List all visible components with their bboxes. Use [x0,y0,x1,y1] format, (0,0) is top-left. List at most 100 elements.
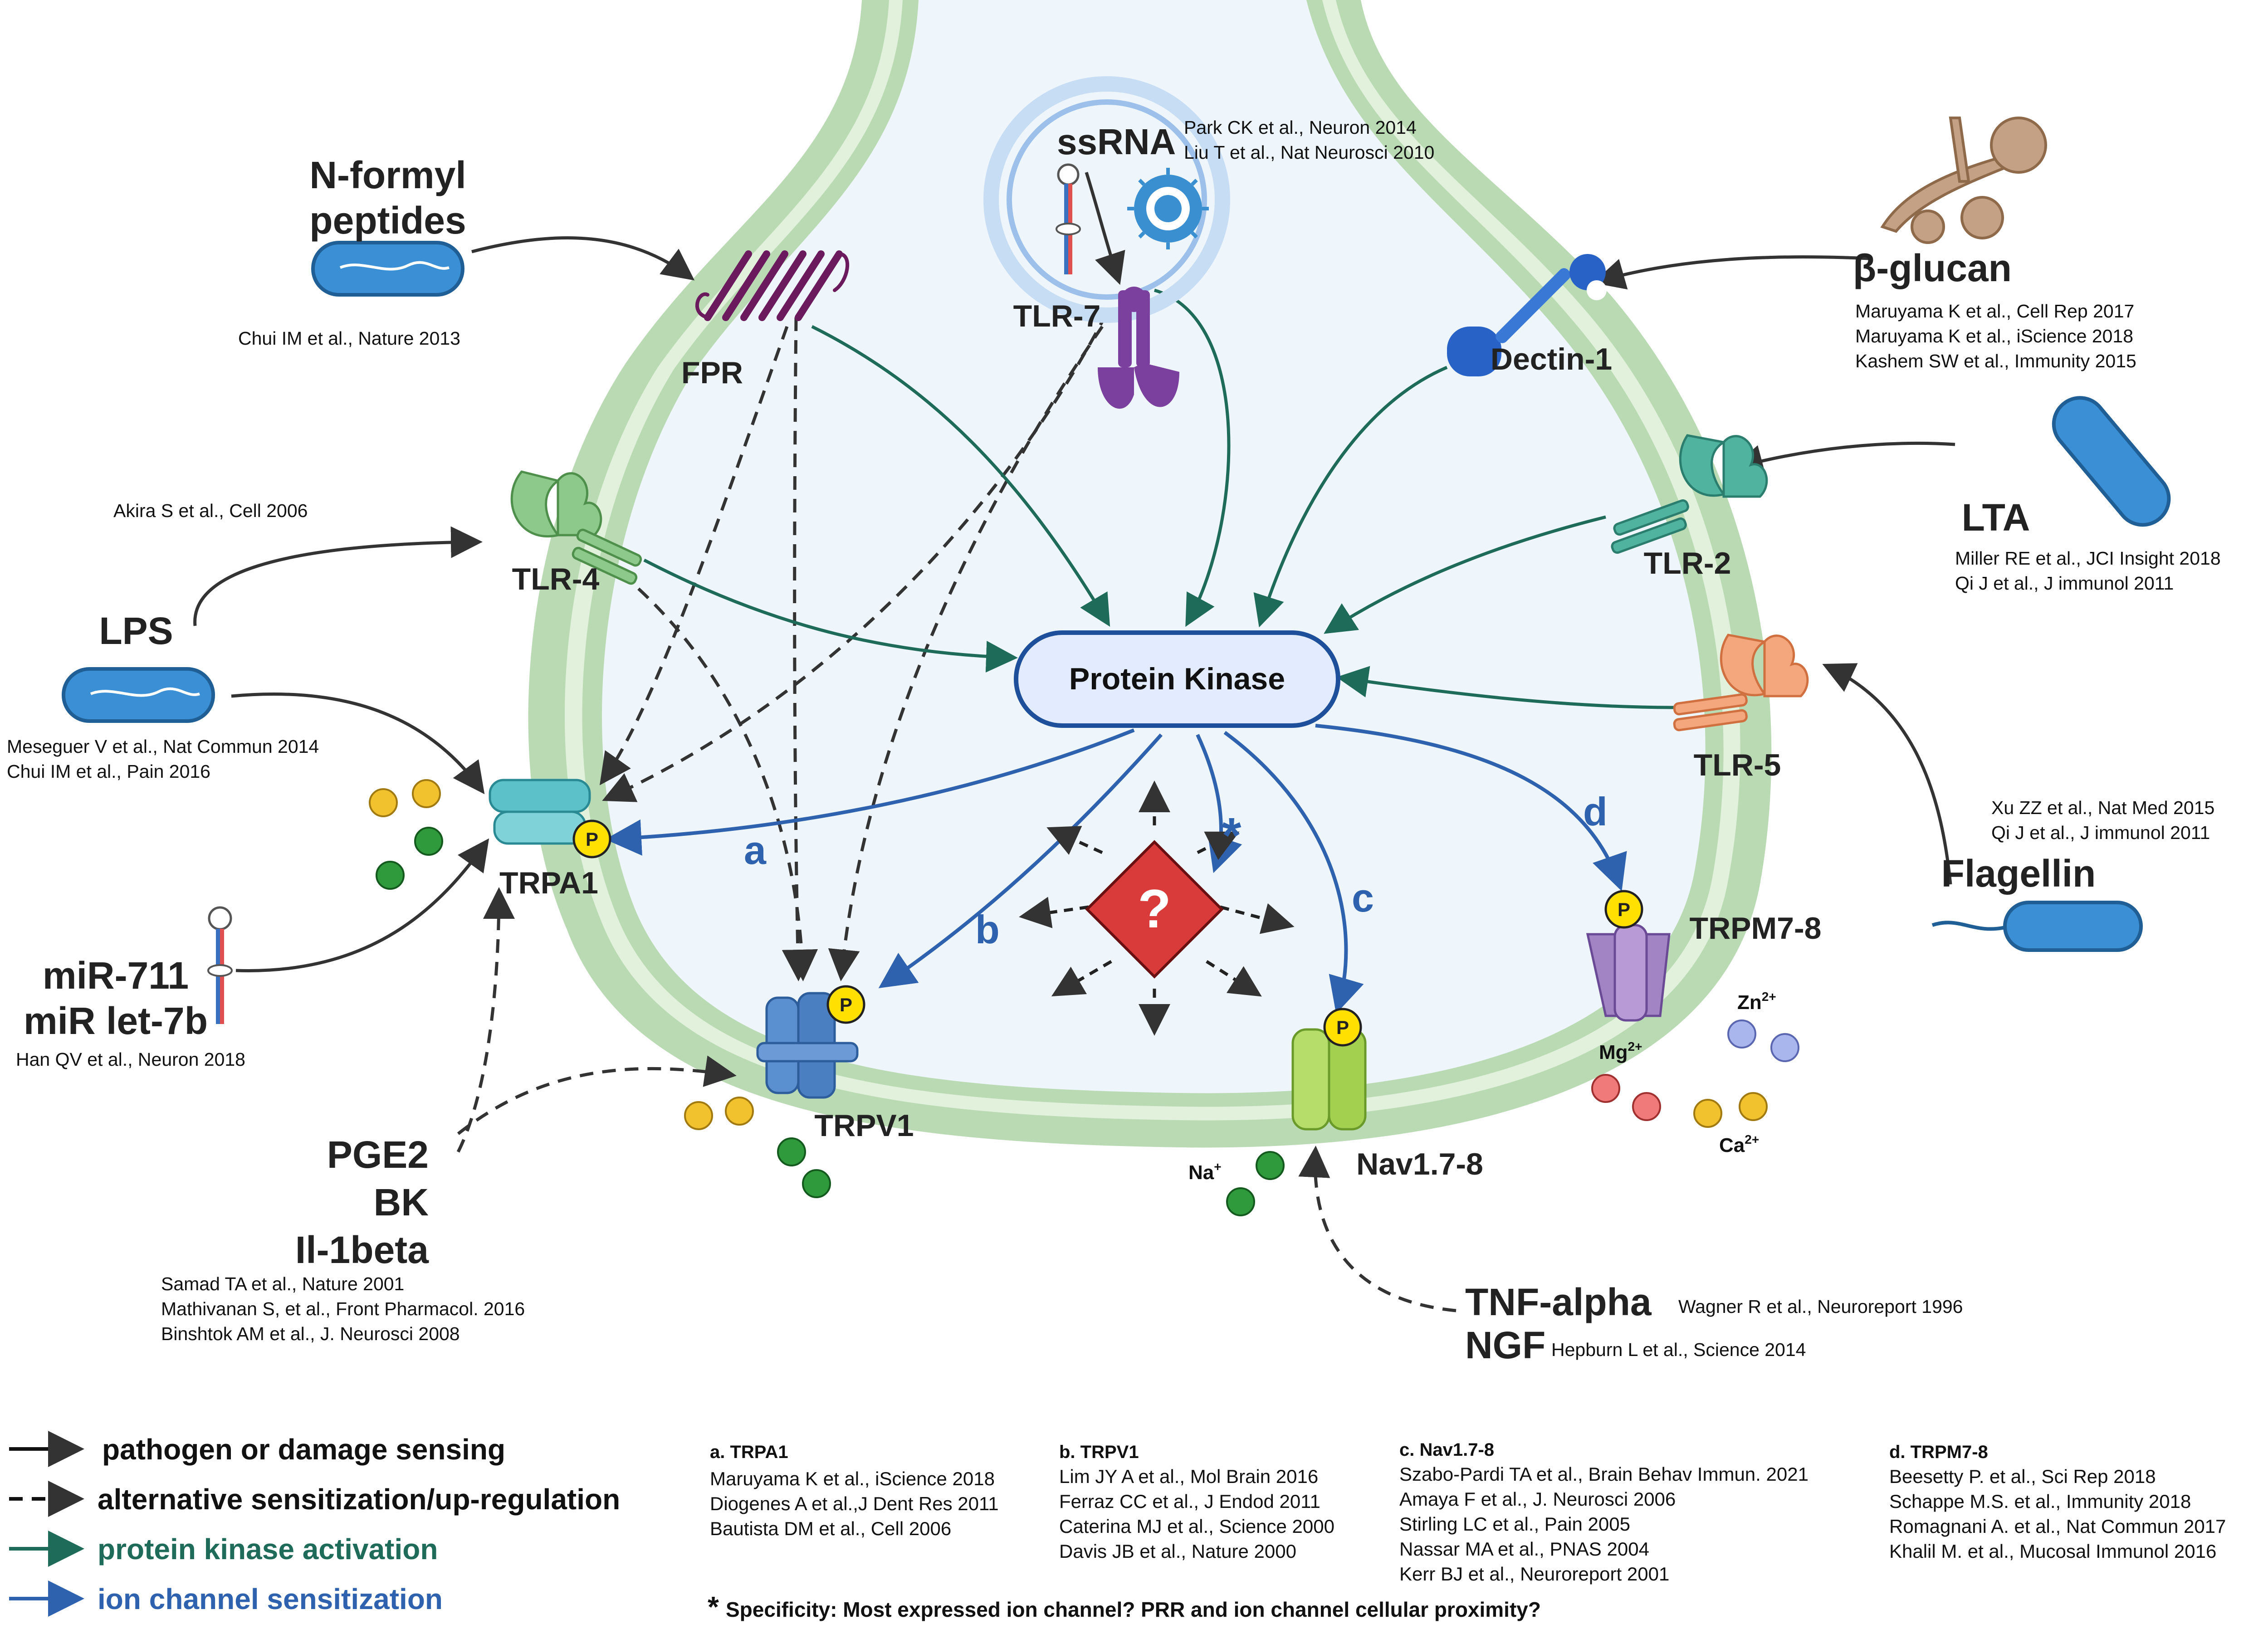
trpv1-phospho-label: P [840,994,852,1015]
arrow-bglucan-dectin [1593,255,1869,290]
letter-b: b [975,907,1000,952]
ion-labels: Na+ Mg2+ Zn2+ Ca2+ [1188,990,1776,1184]
svg-text:BK: BK [374,1181,429,1224]
label-mediators: PGE2 BK Il-1beta Samad TA et al., Nature… [161,1133,525,1344]
references-b: b. TRPV1 Lim JY A et al., Mol Brain 2016… [1059,1442,1334,1562]
label-nformyl: N-formyl peptides Chui IM et al., Nature… [238,154,466,349]
dectin-receptor-icon [1447,254,1607,376]
svg-text:ssRNA: ssRNA [1057,122,1176,162]
svg-text:LPS: LPS [99,610,173,652]
svg-text:TRPM7-8: TRPM7-8 [1690,911,1822,946]
pathogen-sensing-arrows [193,171,1955,972]
svg-text:Maruyama K et al., Cell Rep 20: Maruyama K et al., Cell Rep 2017 [1855,301,2134,322]
svg-text:Zn2+: Zn2+ [1737,990,1776,1014]
svg-text:Nav1.7-8: Nav1.7-8 [1356,1147,1483,1181]
blue-kinase-nav [1223,731,1364,1014]
svg-text:Mathivanan S, et al., Front Ph: Mathivanan S, et al., Front Pharmacol. 2… [161,1298,525,1319]
label-tnf-ngf: TNF-alpha Wagner R et al., Neuroreport 1… [1465,1281,1963,1366]
unknown-star: * [1222,808,1242,863]
legend: pathogen or damage sensing alternative s… [9,1431,620,1617]
blue-kinase-trpa1 [605,728,1135,856]
references-a: a. TRPA1 Maruyama K et al., iScience 201… [710,1442,999,1539]
svg-text:Beesetty P. et al., Sci Rep 20: Beesetty P. et al., Sci Rep 2018 [1889,1466,2156,1487]
svg-text:Kerr BJ et al., Neuroreport 20: Kerr BJ et al., Neuroreport 2001 [1399,1563,1669,1585]
svg-text:Hepburn L et al., Science 2014: Hepburn L et al., Science 2014 [1551,1339,1806,1360]
green-tlr5-kinase [1336,666,1674,709]
svg-text:Stirling LC et al., Pain 2005: Stirling LC et al., Pain 2005 [1399,1513,1630,1535]
dash-mediators-trpa1 [456,887,515,1153]
svg-text:Bautista DM et al., Cell 2006: Bautista DM et al., Cell 2006 [710,1518,951,1539]
tlr4-receptor-icon [510,470,642,585]
svg-text:NGF: NGF [1465,1324,1545,1366]
svg-text:Davis JB et al., Nature 2000: Davis JB et al., Nature 2000 [1059,1541,1296,1562]
neuron-membrane [528,0,1772,1148]
tlr7-receptor-icon [1098,287,1179,409]
trpm-channel-icon: P [1586,890,1671,1022]
svg-text:c. Nav1.7-8: c. Nav1.7-8 [1399,1440,1494,1460]
svg-text:Dectin-1: Dectin-1 [1491,342,1612,376]
legend-item-protein-kinase: protein kinase activation [9,1531,438,1567]
svg-text:Ferraz CC et al., J Endod 2011: Ferraz CC et al., J Endod 2011 [1059,1491,1320,1512]
svg-text:Chui IM et al., Nature 2013: Chui IM et al., Nature 2013 [238,328,460,349]
unknown-target-diamond [1085,840,1224,979]
endosome [983,76,1230,323]
arrow-lps-tlr4 [193,526,483,626]
arrow-lta-tlr2 [1731,441,1955,476]
svg-text:Lim JY A et al., Mol Brain 20: Lim JY A et al., Mol Brain 2016 [1059,1466,1318,1487]
green-tlr2-kinase [1324,515,1606,634]
trpa1-channel-icon: P [489,779,611,858]
arrow-letters: a b c d [744,789,1608,952]
fpr-receptor-icon [695,250,850,321]
letter-d: d [1583,789,1608,834]
green-dectin-kinase [1253,366,1448,628]
svg-text:LTA: LTA [1962,496,2030,539]
label-flagellin: Flagellin Xu ZZ et al., Nat Med 2015 Qi … [1941,797,2215,895]
svg-text:Samad TA et al., Nature 2001: Samad TA et al., Nature 2001 [161,1273,404,1294]
svg-text:protein kinase activation: protein kinase activation [98,1533,438,1566]
bacterium-lta-icon [2052,396,2171,527]
nav-channel-icon: P [1291,1008,1367,1131]
svg-text:peptides: peptides [309,199,466,242]
label-ssrna: ssRNA Park CK et al., Neuron 2014 Liu T … [1057,117,1434,163]
legend-item-alternative-sensitization: alternative sensitization/up-regulation [9,1481,620,1517]
receptor-labels: FPR TLR-7 Dectin-1 TLR-4 TLR-2 TLR-5 [512,299,1781,782]
svg-text:Wagner R et al., Neuroreport: Wagner R et al., Neuroreport 1996 [1678,1296,1963,1317]
trpm-phospho-label: P [1618,899,1630,920]
trpa1-phospho-label: P [586,829,598,850]
svg-text:TNF-alpha: TNF-alpha [1465,1281,1652,1323]
svg-text:miR let-7b: miR let-7b [24,1000,208,1042]
blue-kinase-trpm [1315,724,1627,892]
svg-text:Han QV et al., Neuron 2018: Han QV et al., Neuron 2018 [16,1049,245,1070]
svg-text:Maruyama K et al., iScience 20: Maruyama K et al., iScience 2018 [710,1468,995,1489]
svg-text:a. TRPA1: a. TRPA1 [710,1442,788,1462]
legend-item-pathogen-sensing: pathogen or damage sensing [9,1431,505,1467]
svg-text:Nassar MA et al., PNAS 2004: Nassar MA et al., PNAS 2004 [1399,1538,1649,1560]
channel-labels: TRPA1 TRPV1 Nav1.7-8 TRPM7-8 [499,866,1821,1181]
dash-fpr-trpv1 [782,317,814,981]
arrow-mirna-trpa1 [235,838,489,972]
svg-text:Amaya F et al., J. Neurosci 20: Amaya F et al., J. Neurosci 2006 [1399,1488,1676,1510]
microrna-icon [207,906,233,1024]
svg-text:ion channel sensitization: ion channel sensitization [98,1583,443,1615]
label-mirna: miR-711 miR let-7b Han QV et al., Neuron… [16,954,245,1070]
kinase-activation-arrows [643,288,1674,709]
svg-text:β-glucan: β-glucan [1853,247,2012,289]
svg-text:Mg2+: Mg2+ [1599,1039,1642,1063]
svg-text:Ca2+: Ca2+ [1719,1132,1759,1156]
protein-kinase-label: Protein Kinase [1069,662,1285,696]
sensitization-dashed-arrows [456,312,1457,1312]
bacterium-flagellin-icon [1931,901,2143,952]
svg-text:Park CK et al., Neuron 2014: Park CK et al., Neuron 2014 [1184,117,1417,138]
svg-text:Specificity: Most expressed io: Specificity: Most expressed ion channel?… [726,1598,1541,1621]
svg-text:TRPA1: TRPA1 [499,866,598,900]
green-tlr7-kinase [1154,288,1231,627]
fungus-icon [1880,117,2047,244]
legend-item-ion-channel: ion channel sensitization [9,1580,443,1617]
unknown-target-label: ? [1138,878,1171,939]
ssrna-strand-icon [1056,163,1081,274]
arrow-ssrna-tlr7 [1085,171,1125,285]
svg-text:TLR-4: TLR-4 [512,562,600,596]
letter-c: c [1352,875,1374,920]
svg-text:Binshtok AM et al., J. Neuros: Binshtok AM et al., J. Neurosci 2008 [161,1323,460,1344]
